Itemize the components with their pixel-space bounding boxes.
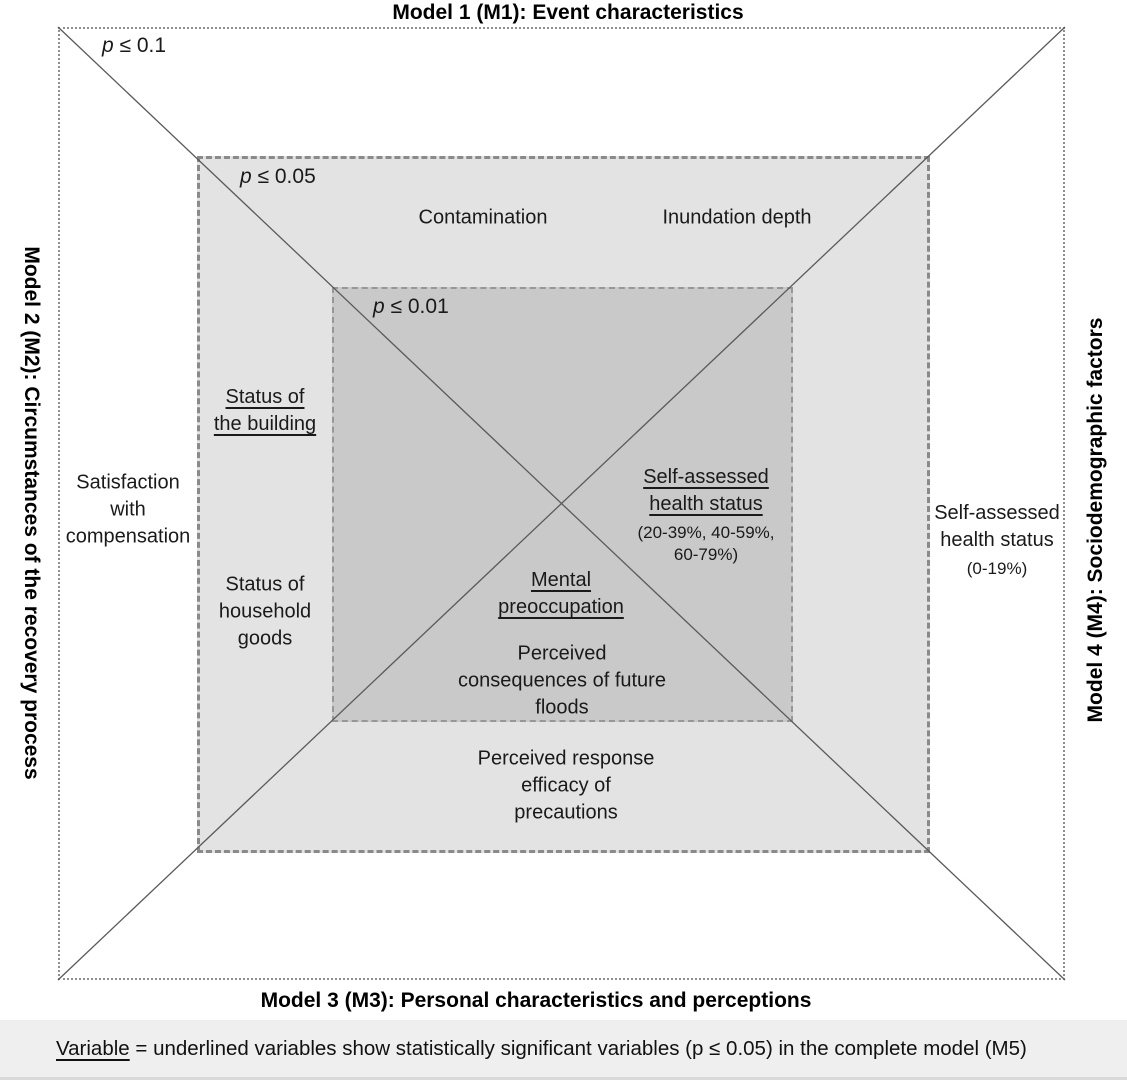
p-value: ≤ 0.1 xyxy=(113,34,167,57)
model2-title: Model 2 (M2): Circumstances of the recov… xyxy=(20,246,43,780)
variable-health-status-outer: Self-assessed health status xyxy=(934,502,1060,551)
variable-health-status-outer-range: (0-19%) xyxy=(966,559,1028,578)
p-value: ≤ 0.01 xyxy=(384,295,449,318)
p-label-inner: p ≤ 0.01 xyxy=(373,295,449,319)
legend-description: = underlined variables show statisticall… xyxy=(129,1036,1027,1060)
legend-strip: Variable = underlined variables show sta… xyxy=(0,1020,1127,1080)
legend-term: Variable xyxy=(56,1036,130,1060)
variable-status-building: Status of the building xyxy=(213,386,317,435)
variable-status-household-goods: Status of household goods xyxy=(218,573,312,650)
model4-title: Model 4 (M4): Sociodemographic factors xyxy=(1084,317,1107,723)
p-symbol: p xyxy=(102,34,114,57)
p-label-outer: p ≤ 0.1 xyxy=(102,34,166,58)
variable-satisfaction-compensation: Satisfaction with compensation xyxy=(65,471,191,548)
model3-title: Model 3 (M3): Personal characteristics a… xyxy=(260,989,812,1012)
variable-mental-preoccupation: Mental preoccupation xyxy=(498,569,624,618)
variable-health-status-inner: Self-assessed health status xyxy=(643,466,769,515)
p-symbol: p xyxy=(240,165,252,188)
variable-contamination: Contamination xyxy=(418,206,548,229)
p-symbol: p xyxy=(373,295,385,318)
model1-title: Model 1 (M1): Event characteristics xyxy=(392,1,744,24)
p-value: ≤ 0.05 xyxy=(251,165,316,188)
p-label-middle: p ≤ 0.05 xyxy=(240,165,316,189)
variable-health-status-inner-range: (20-39%, 40-59%, 60-79%) xyxy=(637,523,775,564)
variable-future-floods: Perceived consequences of future floods xyxy=(458,642,666,719)
variable-inundation-depth: Inundation depth xyxy=(662,206,812,229)
legend-text: Variable = underlined variables show sta… xyxy=(0,1037,1027,1061)
variable-response-efficacy: Perceived response efficacy of precautio… xyxy=(477,747,655,824)
